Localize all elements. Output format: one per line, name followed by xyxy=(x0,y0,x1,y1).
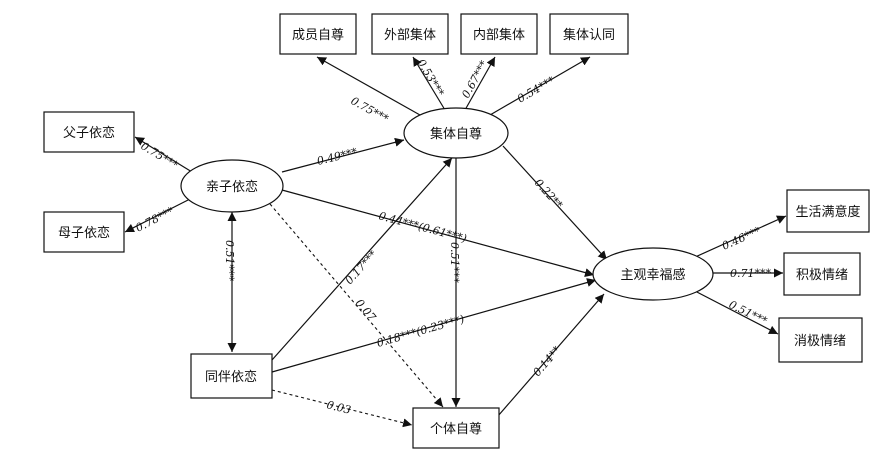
coef-pa-ce: 0.49*** xyxy=(316,145,359,168)
svg-text:父子依恋: 父子依恋 xyxy=(63,125,115,141)
coef-peer-pe: 0.03 xyxy=(325,398,352,417)
path-pa-father xyxy=(134,136,193,173)
coef-pa-mother: 0.78*** xyxy=(133,204,176,234)
node-member-esteem: 成员自尊 xyxy=(279,13,357,55)
node-positive-affect: 积极情绪 xyxy=(783,252,861,296)
node-private-esteem: 内部集体 xyxy=(460,13,538,55)
coef-swb-neg: 0.51*** xyxy=(727,298,770,328)
path-swb-neg xyxy=(692,289,779,335)
path-peer-ce xyxy=(271,157,453,361)
node-negative-affect: 消极情绪 xyxy=(778,317,863,363)
path-pe-swb xyxy=(497,293,605,417)
coef-pe-swb: 0.14** xyxy=(530,343,563,379)
svg-text:母子依恋: 母子依恋 xyxy=(58,225,110,241)
svg-text:同伴依恋: 同伴依恋 xyxy=(205,369,257,385)
path-peer-swb xyxy=(271,278,597,373)
node-mother-attachment: 母子依恋 xyxy=(43,211,125,253)
path-ce-member xyxy=(316,56,421,116)
node-parent-attachment: 亲子依恋 xyxy=(180,159,284,213)
svg-text:消极情绪: 消极情绪 xyxy=(794,334,846,349)
paths xyxy=(124,56,787,428)
coef-ce-public: 0.53*** xyxy=(414,57,447,99)
node-public-esteem: 外部集体 xyxy=(371,13,449,55)
path-pa-mother xyxy=(124,197,193,233)
coef-pa-father: 0.75*** xyxy=(138,139,180,172)
coef-pa-pe: 0.07 xyxy=(353,297,379,324)
node-collective-esteem: 集体自尊 xyxy=(403,107,509,159)
path-pa-swb xyxy=(281,189,595,277)
path-ce-swb xyxy=(502,145,608,261)
svg-text:生活满意度: 生活满意度 xyxy=(795,204,860,220)
coef-swb-pos: 0.71*** xyxy=(730,267,771,280)
path-ce-public xyxy=(412,56,446,111)
svg-text:亲子依恋: 亲子依恋 xyxy=(206,179,258,195)
path-ce-identity xyxy=(489,56,591,116)
path-pa-pe xyxy=(269,203,444,408)
svg-text:成员自尊: 成员自尊 xyxy=(292,27,344,43)
path-ce-private xyxy=(464,56,496,111)
coef-pa-peer: 0.51*** xyxy=(223,240,236,281)
node-personal-esteem: 个体自尊 xyxy=(412,407,500,449)
svg-text:集体自尊: 集体自尊 xyxy=(430,126,482,142)
node-subjective-wellbeing: 主观幸福感 xyxy=(592,247,714,301)
coef-swb-life: 0.46*** xyxy=(720,224,763,253)
node-identity: 集体认同 xyxy=(549,13,629,55)
path-pa-ce xyxy=(281,137,405,173)
path-peer-pe xyxy=(271,389,413,428)
svg-text:积极情绪: 积极情绪 xyxy=(796,268,848,283)
coef-ce-pe: 0.51*** xyxy=(448,242,461,283)
node-life-satisfaction: 生活满意度 xyxy=(786,189,870,233)
svg-text:外部集体: 外部集体 xyxy=(384,27,436,43)
svg-text:主观幸福感: 主观幸福感 xyxy=(620,267,685,283)
coef-ce-identity: 0.54*** xyxy=(515,74,557,106)
node-peer-attachment: 同伴依恋 xyxy=(190,353,273,399)
coef-ce-private: 0.67*** xyxy=(459,58,490,101)
node-father-attachment: 父子依恋 xyxy=(43,111,135,153)
coef-peer-ce: 0.17*** xyxy=(343,247,380,287)
coef-ce-swb: 0.22** xyxy=(532,176,566,211)
coef-peer-swb: 0.18***(0.23***) xyxy=(375,312,466,349)
path-swb-life xyxy=(692,215,787,259)
nodes: 成员自尊 外部集体 内部集体 集体认同 父子依恋 母子依恋 亲子依恋 xyxy=(43,13,870,449)
svg-text:集体认同: 集体认同 xyxy=(563,27,615,43)
coef-ce-member: 0.75*** xyxy=(349,94,392,125)
svg-text:个体自尊: 个体自尊 xyxy=(430,421,482,437)
svg-text:内部集体: 内部集体 xyxy=(473,27,525,43)
